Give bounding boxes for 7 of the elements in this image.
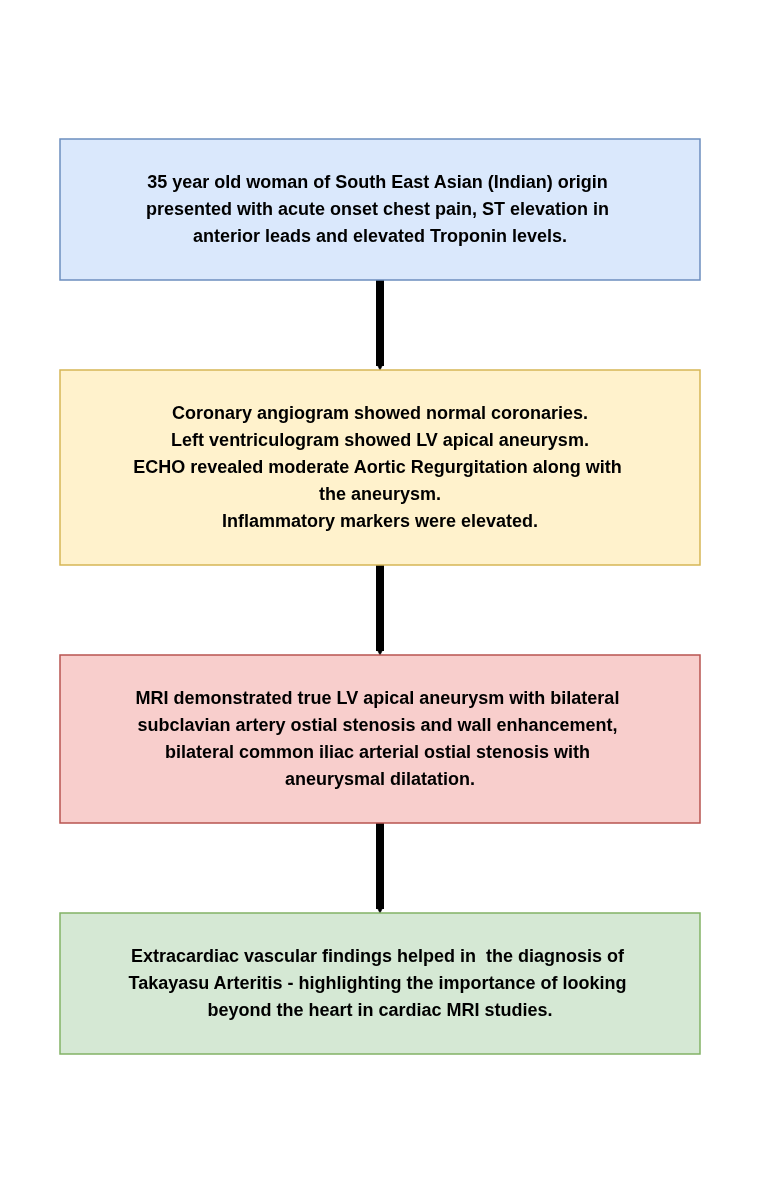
node-box: MRI demonstrated true LV apical aneurysm with bilateral subclavian artery ostial stenosis and wall enhancement, bilateral common iliac arterial ostial stenosis with aneurysmal dilatation. — [59, 653, 701, 824]
node-box: Coronary angiogram showed normal coronaries. Left ventriculogram showed LV apical aneurysm. ECHO revealed moderate Aortic Regurgitation along with the aneurysm. Inflammatory markers were elevated. — [59, 368, 701, 566]
arrow — [375, 822, 385, 913]
arrow — [375, 279, 385, 370]
node-box: Extracardiac vascular findings helped in the diagnosis of Takayasu Arteritis - highlighting the importance of looking beyond the heart in cardiac MRI studies. — [59, 911, 701, 1055]
node-box: 35 year old woman of South East Asian (Indian) origin presented with acute onset chest pain, ST elevation in anterior leads and elevated Troponin levels. — [59, 137, 701, 281]
arrow — [375, 564, 385, 655]
